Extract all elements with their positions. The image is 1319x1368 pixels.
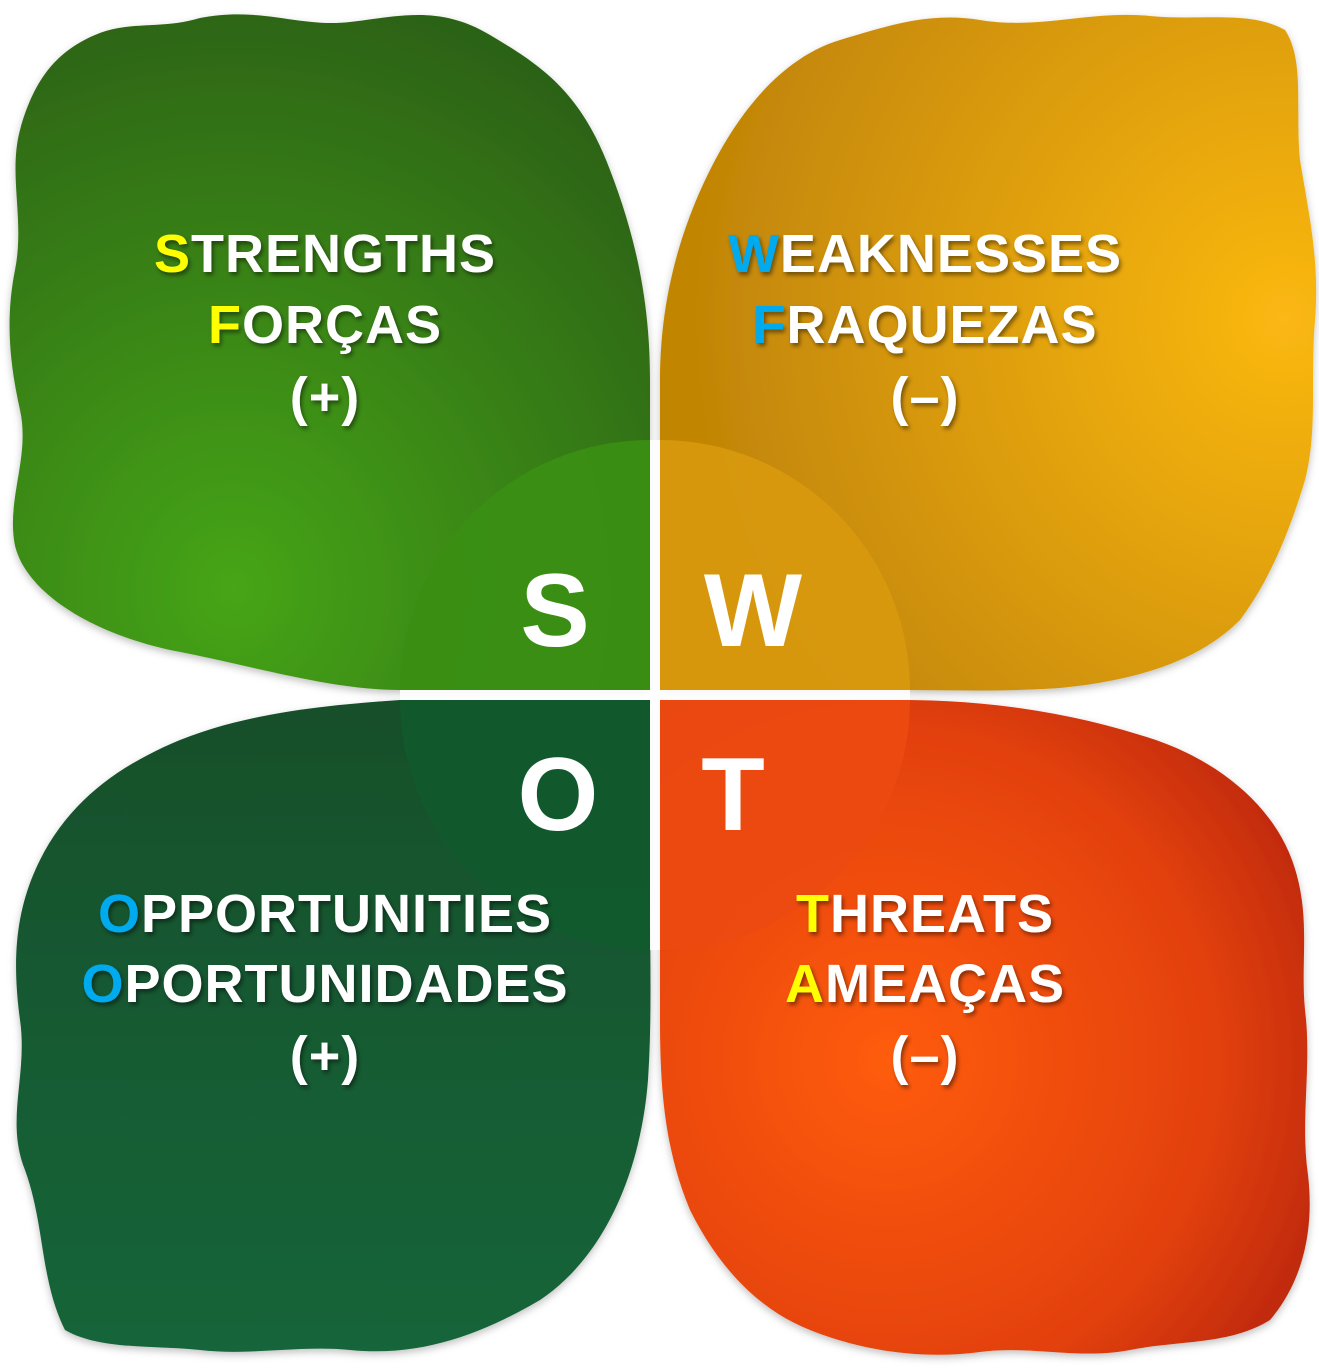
weaknesses-line-1: WEAKNESSES [728, 224, 1122, 284]
horizontal-gap [400, 690, 910, 700]
opportunities-line-1: OPPORTUNITIES [98, 884, 552, 944]
letter-t: T [701, 737, 765, 853]
threats-line-1-initial: T [796, 884, 830, 944]
strengths-line-2-initial: F [208, 295, 242, 355]
strengths-line-1: STRENGTHS [154, 224, 496, 284]
letter-s: S [520, 553, 589, 669]
strengths-center-wedge [400, 440, 650, 690]
opportunities-line-2-initial: O [81, 954, 124, 1014]
opportunities-line-2: OPORTUNIDADES [81, 954, 568, 1014]
threats-center-wedge [660, 700, 910, 950]
opportunities-sign: (+) [290, 1026, 361, 1086]
strengths-line-2: FORÇAS [208, 295, 442, 355]
strengths-sign: (+) [290, 367, 361, 427]
opportunities-line-1-initial: O [98, 884, 141, 944]
weaknesses-center-wedge [660, 440, 910, 690]
threats-line-1: THREATS [796, 884, 1054, 944]
threats-line-2-initial: A [785, 954, 825, 1014]
weaknesses-line-2: FRAQUEZAS [752, 295, 1097, 355]
strengths-line-1-initial: S [154, 224, 191, 284]
letter-w: W [704, 553, 803, 669]
opportunities-center-wedge [400, 700, 650, 950]
weaknesses-line-2-initial: F [752, 295, 786, 355]
weaknesses-sign: (–) [891, 367, 960, 427]
weaknesses-line-1-initial: W [728, 224, 780, 284]
threats-sign: (–) [891, 1026, 960, 1086]
threats-line-2: AMEAÇAS [785, 954, 1065, 1014]
letter-o: O [518, 737, 599, 853]
